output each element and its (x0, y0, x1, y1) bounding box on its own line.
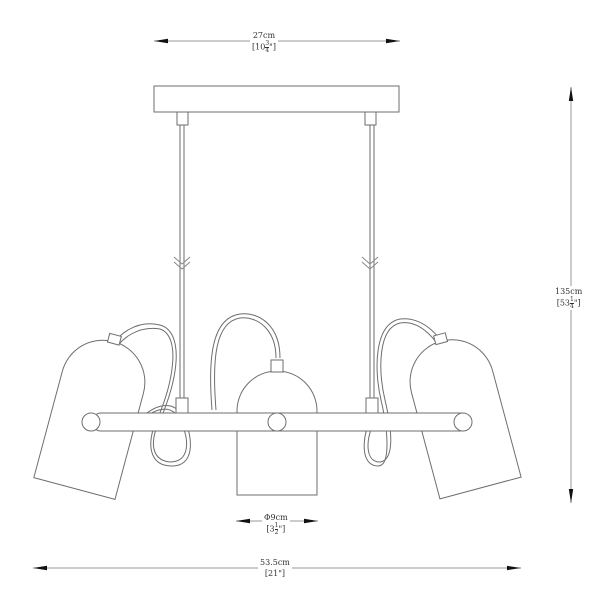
ceiling-canopy (153, 85, 400, 113)
left-suspension-cord (173, 125, 191, 400)
left-bar-connector (175, 397, 189, 414)
fixture-drawing (33, 85, 522, 500)
left-pivot-knob (81, 412, 101, 432)
shade-diameter-whole: 3 (269, 524, 275, 534)
middle-shade-socket-cap (270, 359, 284, 373)
overall-height-metric: 135cm (555, 287, 583, 296)
fraction-numerator: 1 (570, 296, 574, 304)
right-shade (409, 332, 522, 500)
fraction-numerator: 1 (274, 522, 279, 530)
left-canopy-connector (176, 111, 189, 126)
overall-width-label: 53.5cm [21"] (258, 557, 292, 579)
right-pivot-knob (453, 412, 473, 432)
fraction-denominator: 4 (265, 47, 270, 54)
middle-shade (236, 359, 318, 496)
fraction-denominator: 2 (274, 529, 279, 536)
middle-pivot-knob (267, 412, 287, 432)
canopy-width-whole: 10 (255, 42, 266, 52)
right-shade-socket-cap (432, 332, 449, 346)
overall-height-whole: 53 (559, 298, 570, 308)
canopy-width-metric: 27cm (252, 31, 276, 40)
right-bar-connector (365, 397, 379, 414)
right-suspension-cord (361, 125, 379, 400)
overall-width-metric: 53.5cm (260, 558, 290, 567)
fraction-numerator: 3 (265, 40, 270, 48)
shade-diameter-metric: Φ9cm (264, 513, 288, 522)
fraction-denominator: 4 (570, 303, 574, 310)
right-canopy-connector (364, 111, 377, 126)
left-shade (33, 332, 146, 500)
left-shade-socket-cap (106, 332, 122, 346)
overall-width-imperial: [21"] (264, 569, 285, 578)
